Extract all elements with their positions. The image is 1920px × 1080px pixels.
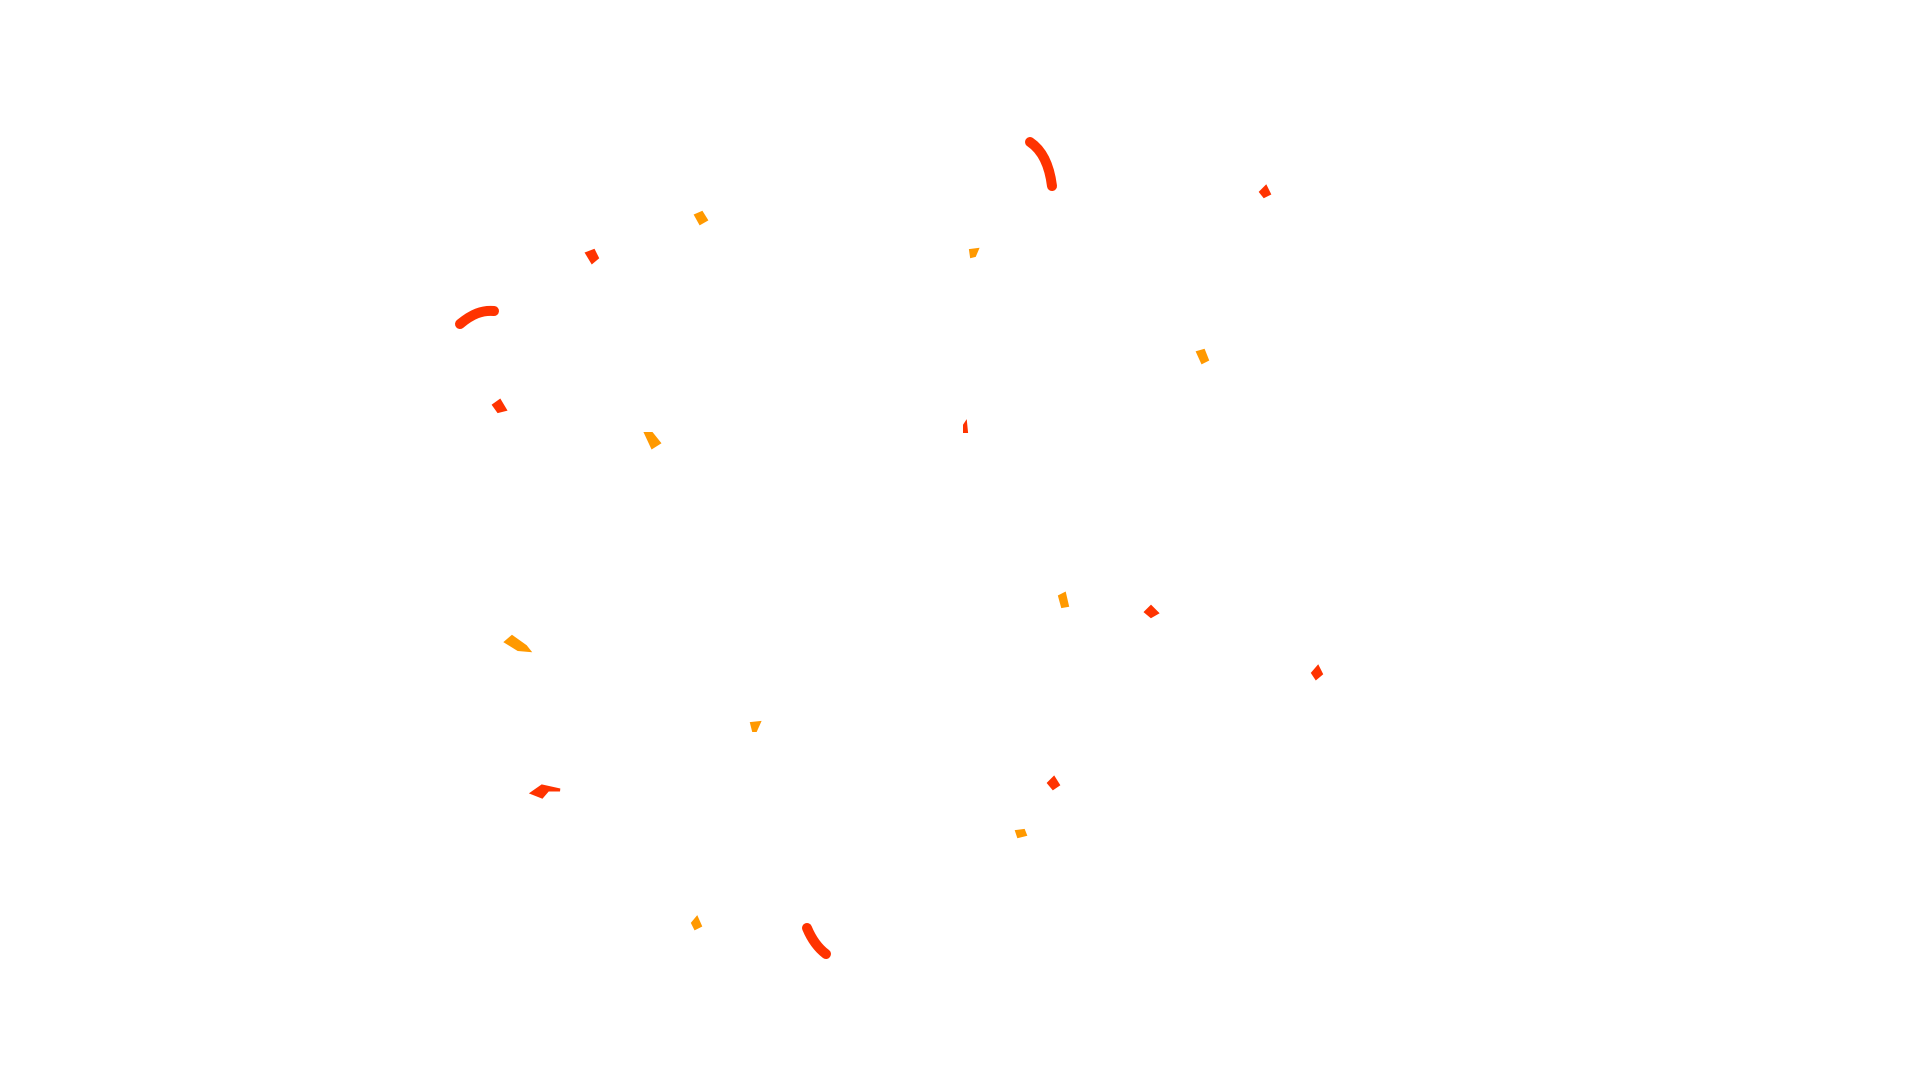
confetti-piece: [491, 398, 508, 414]
confetti-piece: [503, 634, 533, 653]
confetti-piece: [963, 419, 969, 433]
confetti-piece: [1143, 604, 1160, 619]
confetti-piece: [1014, 828, 1028, 839]
confetti-piece: [1057, 591, 1070, 609]
confetti-piece: [1258, 184, 1272, 199]
confetti-piece: [749, 720, 762, 732]
confetti-piece: [1046, 775, 1061, 791]
confetti-piece: [690, 915, 703, 931]
confetti-piece: [968, 247, 980, 259]
confetti-piece: [643, 432, 662, 450]
confetti-piece: [528, 784, 561, 799]
confetti-piece: [693, 210, 709, 226]
confetti-piece: [1310, 664, 1324, 681]
confetti-piece: [584, 248, 600, 265]
confetti-piece: [455, 305, 499, 329]
confetti-piece: [1025, 137, 1057, 191]
confetti-piece: [1195, 348, 1210, 365]
confetti-piece: [802, 923, 831, 959]
